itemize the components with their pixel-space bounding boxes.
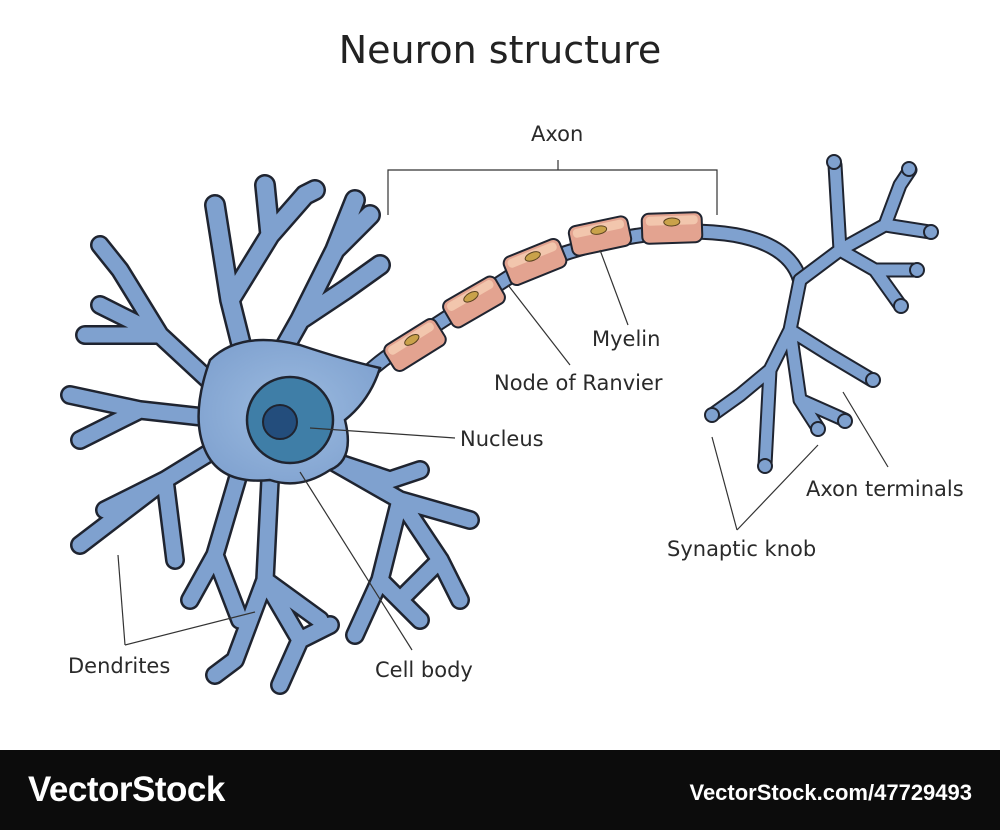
label-axon: Axon (531, 122, 584, 146)
axon-bracket (387, 160, 718, 215)
label-nucleus: Nucleus (460, 427, 544, 451)
footer-bar: VectorStock VectorStock.com/47729493 (0, 750, 1000, 830)
label-node-of-ranvier: Node of Ranvier (494, 371, 663, 395)
myelin-segment (640, 211, 704, 245)
nucleolus (262, 404, 298, 440)
label-myelin: Myelin (592, 327, 661, 351)
brand-logo: VectorStock (28, 770, 225, 809)
dendrites (60, 174, 480, 695)
myelin-segment (383, 318, 447, 372)
page-title: Neuron structure (338, 28, 662, 72)
label-synaptic-knob: Synaptic knob (667, 537, 817, 561)
axon-terminals (704, 157, 938, 473)
dendrite-fills (62, 176, 478, 693)
label-cell-body: Cell body (375, 658, 473, 682)
image-credit: VectorStock.com/47729493 (689, 780, 972, 805)
myelin-segment (442, 275, 506, 329)
callout-lines (117, 160, 889, 651)
label-axon-terminals: Axon terminals (806, 477, 964, 501)
myelin-segment (502, 237, 568, 287)
synaptic-knobs (704, 154, 939, 474)
label-dendrites: Dendrites (68, 654, 171, 678)
myelin-segment (567, 215, 633, 257)
myelin-sheaths (383, 211, 704, 372)
